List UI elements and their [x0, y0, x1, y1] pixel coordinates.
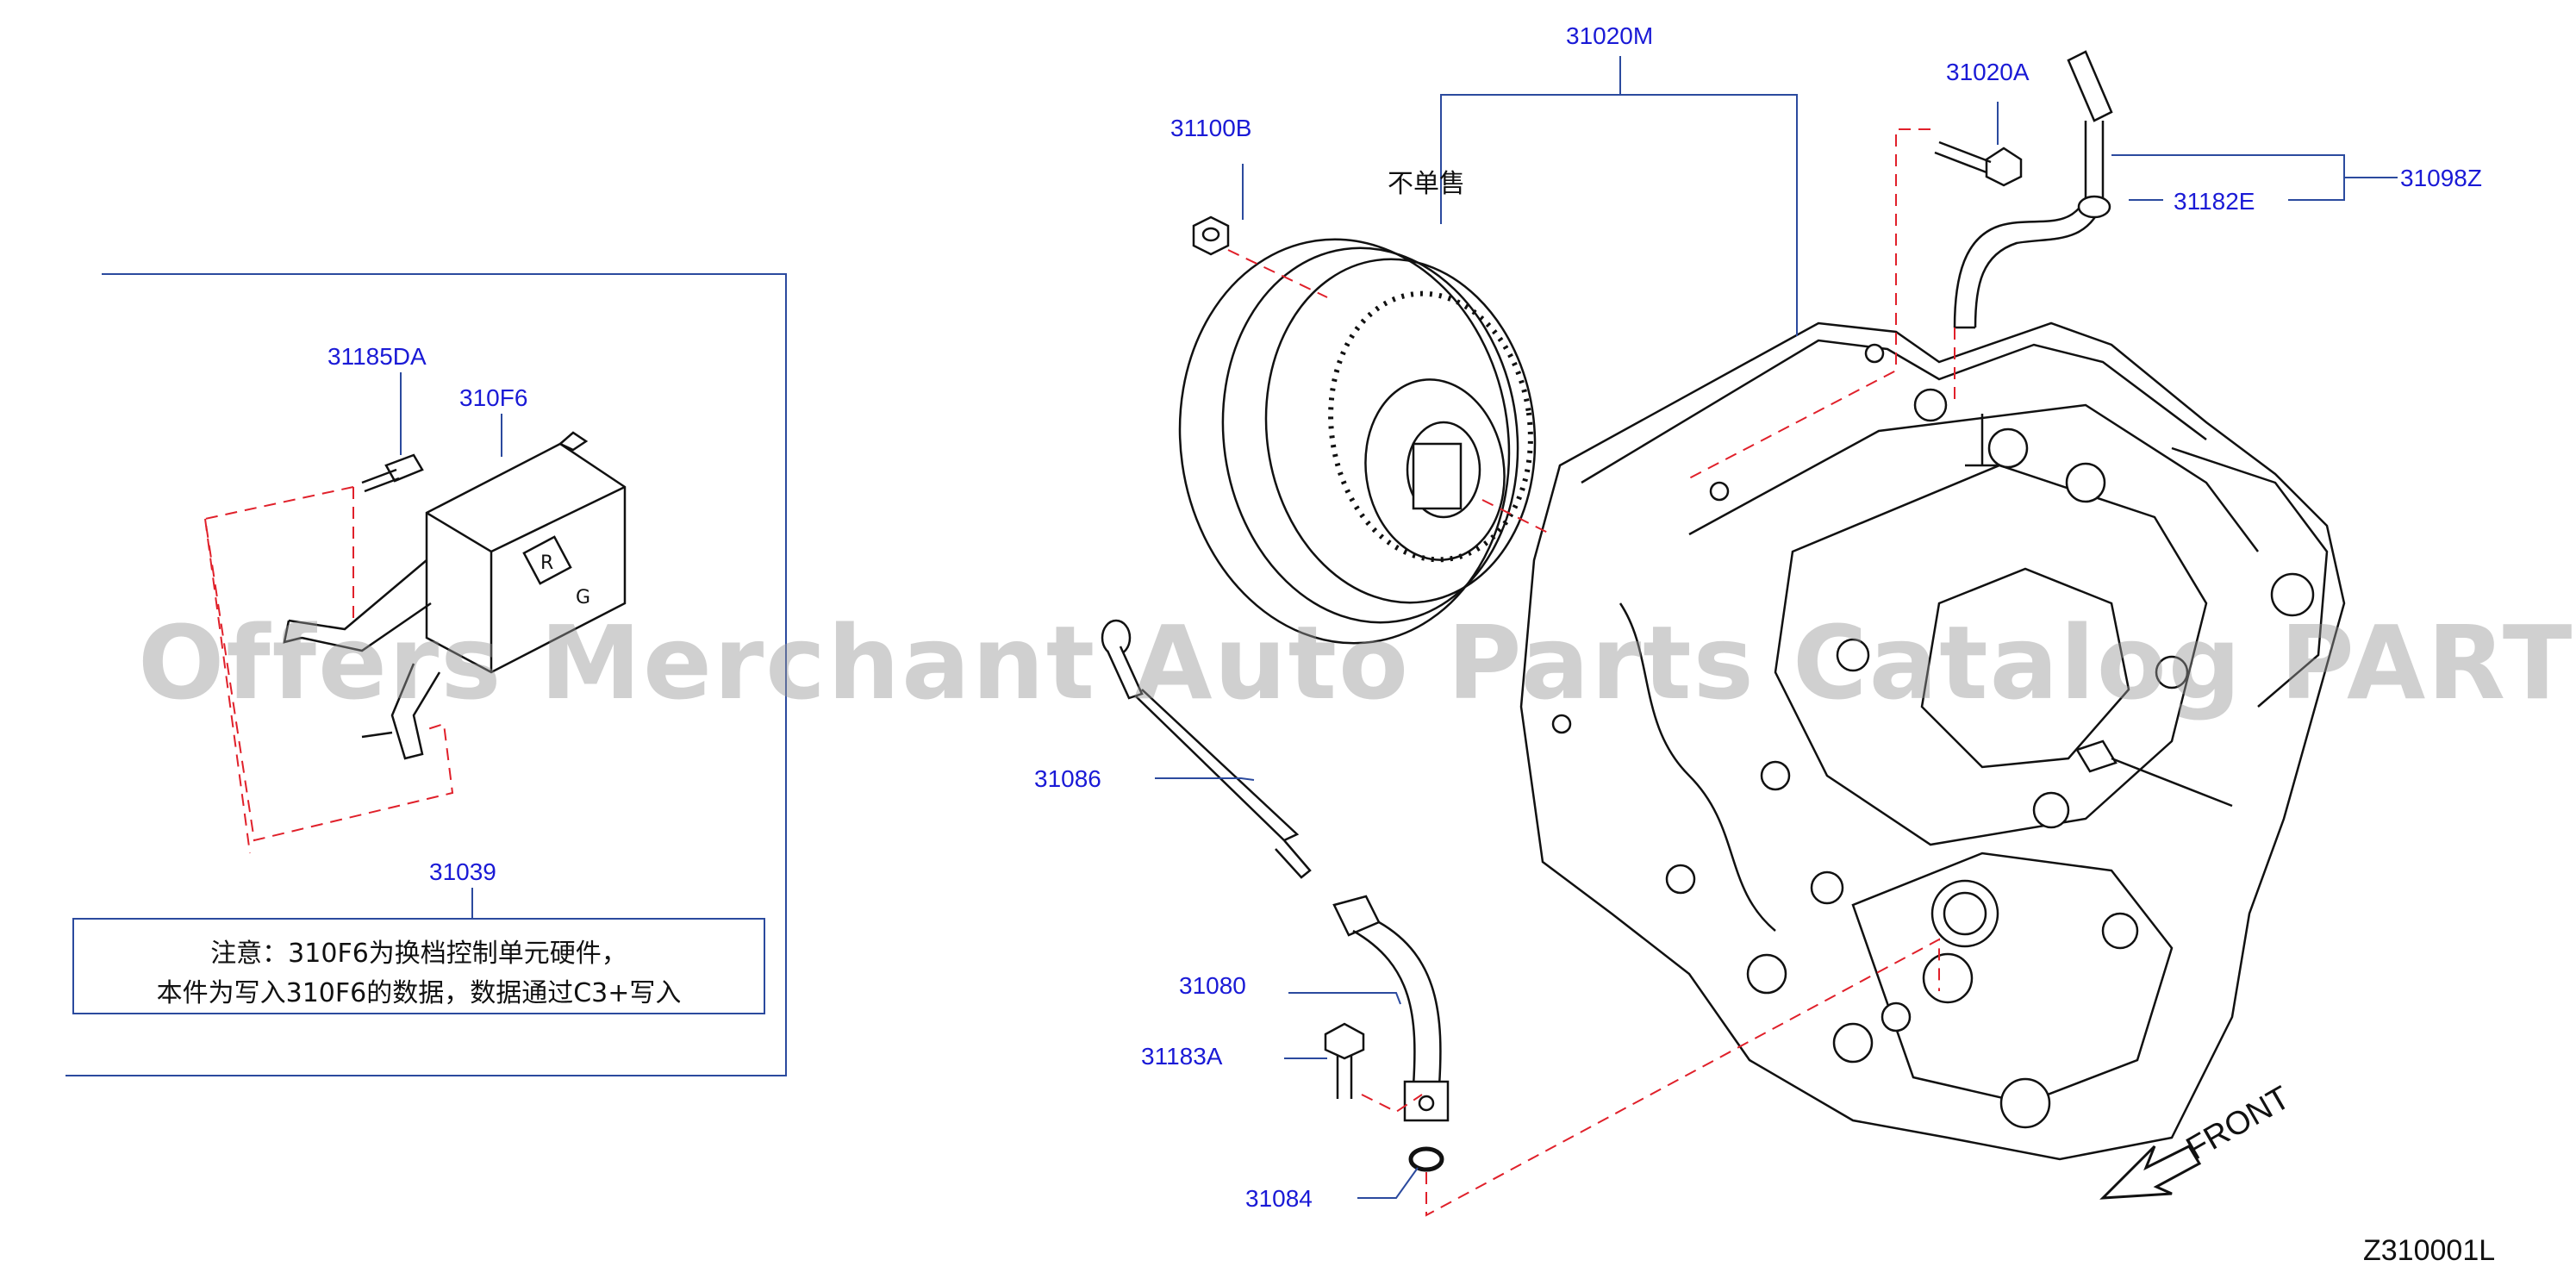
bolt-31183a [1324, 1022, 1365, 1099]
nut-31100b [1192, 215, 1230, 256]
o-ring-31084 [1408, 1146, 1444, 1172]
breather-hose [1953, 50, 2113, 467]
watermark: Offers Merchant Auto Parts Catalog PARTS… [138, 603, 2576, 722]
callout-31039[interactable]: 31039 [429, 858, 496, 885]
control-unit-310f6: R G [425, 431, 627, 674]
filler-pipe-31080 [1332, 895, 1450, 1122]
leaders-left [400, 372, 502, 457]
transmission-case [1519, 321, 2346, 1161]
callout-31182E[interactable]: 31182E [2174, 188, 2255, 215]
callout-31020A[interactable]: 31020A [1946, 59, 2030, 85]
dipstick-31086 [1101, 619, 1312, 879]
note-line-2: 本件为写入310F6的数据，数据通过C3+写入 [156, 978, 682, 1008]
dashed-alignment-lines [1227, 128, 1955, 1217]
front-arrow-icon [2099, 1145, 2202, 1200]
callout-31183A[interactable]: 31183A [1141, 1043, 1223, 1070]
svg-text:G: G [576, 587, 590, 608]
callout-31084[interactable]: 31084 [1245, 1185, 1313, 1212]
callout-31100B[interactable]: 31100B [1170, 115, 1252, 141]
callout-31086[interactable]: 31086 [1034, 765, 1101, 792]
callout-310F6[interactable]: 310F6 [459, 384, 528, 411]
callout-31098Z[interactable]: 31098Z [2400, 165, 2482, 191]
bolt-31020a [1934, 140, 2023, 187]
leader-lines [1155, 56, 2398, 1199]
callout-31185DA[interactable]: 31185DA [327, 343, 427, 370]
dashed-enclosure [203, 486, 454, 854]
note-line-1: 注意：310F6为换档控制单元硬件， [210, 939, 627, 969]
bracket-31039 [283, 559, 441, 760]
not-sold-separately-label: 不单售 [1388, 169, 1465, 199]
callout-31080[interactable]: 31080 [1179, 972, 1246, 999]
svg-text:R: R [540, 552, 553, 574]
torque-converter [1178, 238, 1537, 645]
control-unit-group-frame [65, 273, 787, 1076]
callout-31020M[interactable]: 31020M [1566, 22, 1654, 49]
diagram-code: Z310001L [2363, 1234, 2496, 1267]
bolt-31185da [361, 453, 424, 493]
note-box: 注意：310F6为换档控制单元硬件， 本件为写入310F6的数据，数据通过C3+… [72, 918, 765, 1014]
